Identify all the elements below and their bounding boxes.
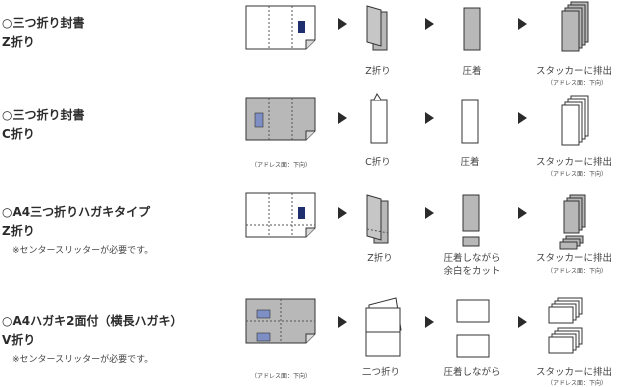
row4-note-address: （アドレス面：下向） <box>250 373 311 380</box>
row3-arrow-3 <box>518 207 527 219</box>
row3-caption-fold: Z折り <box>367 253 393 264</box>
row1-caption-out-sub: （アドレス面：下向） <box>546 80 607 87</box>
row2-folded-c <box>370 93 388 144</box>
row1-caption-out: スタッカーに排出 <box>535 66 612 77</box>
row1-sheet <box>245 5 316 50</box>
row2-note-address: （アドレス面：下向） <box>250 162 311 169</box>
row4-arrow-2 <box>425 316 434 328</box>
row3-pressed-cut <box>462 194 480 247</box>
row3-subnote: ※センタースリッターが必要です。 <box>12 246 154 256</box>
row1-arrow-2 <box>425 18 434 30</box>
row3-caption-out-sub: （アドレス面：下向） <box>546 268 607 275</box>
row1-arrow-3 <box>518 18 527 30</box>
row2-caption-out: スタッカーに排出 <box>535 157 612 168</box>
row1-folded-z <box>366 5 388 51</box>
row2-arrow-2 <box>425 112 434 124</box>
row4-title: ○A4ハガキ2面付（横長ハガキ） V折り <box>2 314 183 347</box>
row3-sheet <box>245 192 316 238</box>
row3-caption-press-1: 圧着しながら <box>443 253 501 264</box>
row3-caption-out: スタッカーに排出 <box>535 253 612 264</box>
row1-stack <box>561 1 589 52</box>
row1-arrow-1 <box>338 18 347 30</box>
row3-folded-z <box>366 194 389 244</box>
row4-pressed-cut <box>456 299 490 358</box>
row2-sheet <box>245 97 316 141</box>
row3-stack <box>559 194 586 250</box>
row3-caption-press-2: 余白をカット <box>443 266 501 277</box>
row2-caption-press: 圧着 <box>460 157 480 168</box>
row4-caption-out: スタッカーに排出 <box>535 367 612 378</box>
row1-title: ○三つ折り封書 Z折り <box>2 16 85 49</box>
row2-pressed <box>461 99 479 144</box>
row4-stack <box>548 297 583 354</box>
row2-caption-fold: C折り <box>365 157 391 168</box>
row1-caption-fold: Z折り <box>365 66 391 77</box>
row4-caption-press-1: 圧着しながら <box>443 367 501 378</box>
row4-arrow-3 <box>518 316 527 328</box>
row2-arrow-1 <box>338 112 347 124</box>
row4-caption-out-sub: （アドレス面：下向） <box>546 380 607 387</box>
row4-folded-v <box>365 297 402 357</box>
row3-title: ○A4三つ折りハガキタイプ Z折り <box>2 205 151 238</box>
row1-caption-press: 圧着 <box>462 66 482 77</box>
row4-sheet <box>245 298 316 344</box>
row2-title: ○三つ折り封書 C折り <box>2 108 85 141</box>
row1-pressed <box>463 7 481 51</box>
row2-arrow-3 <box>518 112 527 124</box>
row3-arrow-1 <box>338 207 347 219</box>
row4-caption-fold: 二つ折り <box>361 367 400 378</box>
row2-stack <box>561 95 589 146</box>
row4-arrow-1 <box>338 316 347 328</box>
row4-subnote: ※センタースリッターが必要です。 <box>12 355 154 365</box>
row3-arrow-2 <box>425 207 434 219</box>
row2-caption-out-sub: （アドレス面：下向） <box>546 171 607 178</box>
